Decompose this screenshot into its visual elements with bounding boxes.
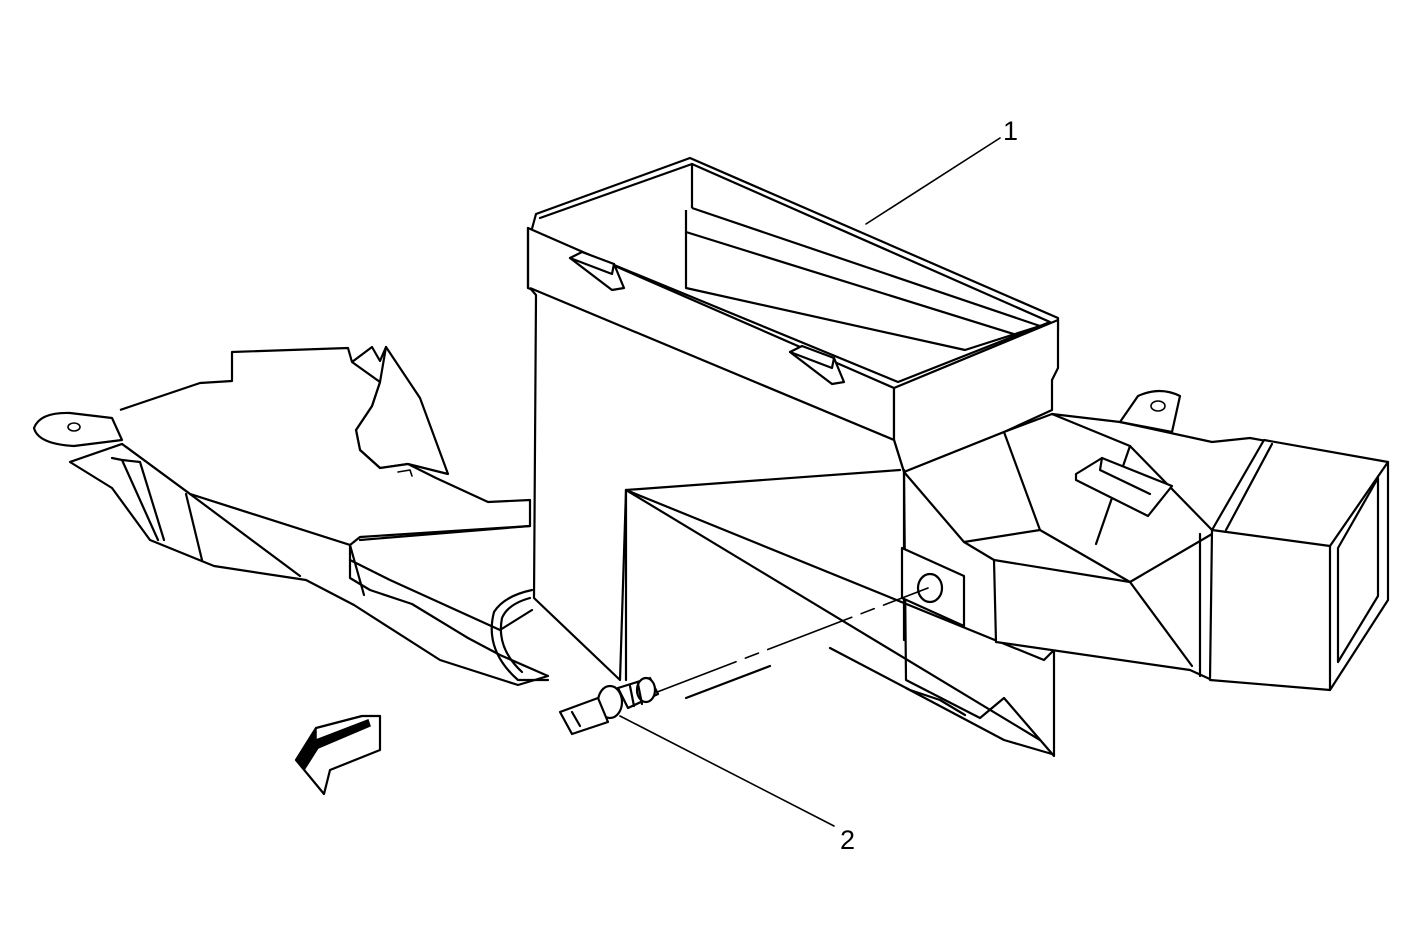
left-duct-arm <box>32 345 550 687</box>
right-outlet-duct <box>900 389 1390 692</box>
callout-label-2: 2 <box>840 825 855 855</box>
duct-housing <box>526 156 1060 758</box>
callout-label-1: 1 <box>1003 116 1018 146</box>
callout-leaders <box>619 137 1001 827</box>
direction-arrow-icon <box>294 714 382 796</box>
temperature-sensor <box>558 587 929 736</box>
